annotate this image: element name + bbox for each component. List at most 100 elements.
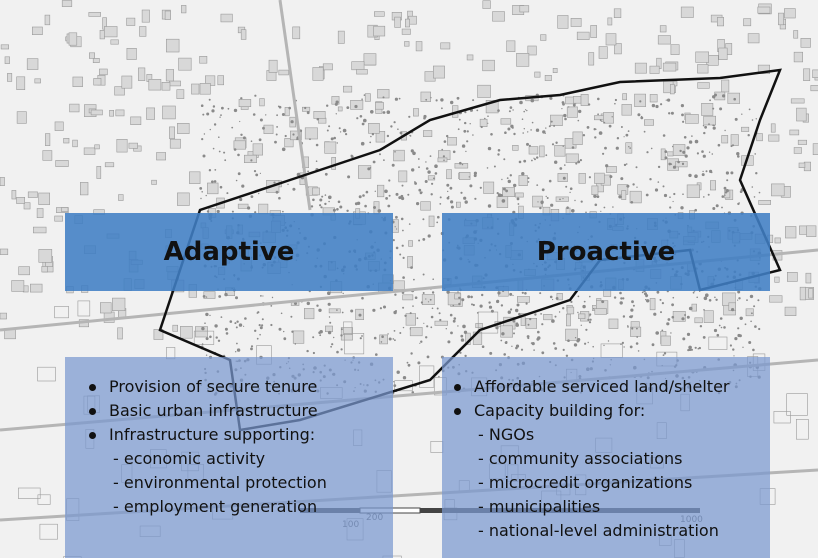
map-dwelling-dot (473, 174, 477, 178)
map-dwelling-dot (401, 184, 404, 187)
map-dwelling-dot (549, 295, 553, 299)
map-building (72, 139, 78, 148)
map-dwelling-dot (384, 189, 388, 194)
map-building (806, 225, 817, 237)
map-building (263, 124, 274, 134)
map-dwelling-dot (373, 336, 377, 340)
map-building (177, 123, 190, 134)
map-dwelling-dot (336, 142, 338, 144)
map-dwelling-dot (646, 299, 650, 303)
map-dwelling-dot (439, 203, 442, 205)
map-dwelling-dot (631, 300, 634, 304)
map-dwelling-dot (686, 146, 690, 150)
map-building (301, 106, 311, 112)
map-dwelling-dot (603, 344, 605, 347)
map-building (629, 190, 642, 204)
map-dwelling-dot (487, 204, 492, 208)
map-dwelling-dot (487, 146, 492, 151)
map-dwelling-dot (641, 291, 644, 294)
map-building (80, 182, 89, 196)
map-dwelling-dot (503, 353, 507, 356)
map-dwelling-dot (408, 223, 411, 225)
map-dwelling-dot (512, 294, 514, 297)
map-building (292, 26, 301, 40)
map-dwelling-dot (626, 184, 630, 188)
map-dwelling-dot (751, 186, 754, 188)
map-dwelling-dot (563, 113, 567, 118)
map-dwelling-dot (688, 345, 692, 350)
map-dwelling-dot (724, 194, 726, 196)
map-dwelling-dot (396, 370, 400, 374)
map-dwelling-dot (692, 291, 695, 294)
map-dwelling-dot (539, 292, 542, 295)
map-dwelling-dot (240, 133, 243, 136)
map-building (810, 85, 818, 92)
map-dwelling-dot (236, 320, 239, 323)
map-building (608, 318, 619, 329)
map-building (613, 8, 622, 18)
map-dwelling-dot (479, 304, 483, 308)
map-dwelling-dot (521, 291, 524, 294)
map-dwelling-dot (548, 179, 552, 183)
map-dwelling-dot (660, 103, 663, 106)
map-building (178, 57, 192, 71)
map-dwelling-dot (315, 143, 319, 147)
map-building (364, 93, 371, 102)
map-dwelling-dot (445, 328, 447, 330)
map-building (128, 142, 138, 149)
map-dwelling-dot (420, 340, 423, 343)
map-dwelling-dot (752, 348, 755, 352)
map-dwelling-dot (255, 173, 259, 177)
map-dwelling-dot (466, 130, 469, 133)
map-dwelling-dot (553, 124, 556, 127)
map-dwelling-dot (565, 185, 568, 188)
map-building (519, 5, 530, 13)
map-dwelling-dot (208, 169, 212, 172)
map-dwelling-dot (418, 188, 422, 192)
map-building (88, 12, 101, 17)
map-dwelling-dot (677, 160, 680, 164)
map-dwelling-dot (575, 162, 578, 165)
map-building (660, 148, 666, 161)
map-dwelling-dot (589, 313, 592, 316)
map-dwelling-dot (536, 184, 539, 187)
map-dwelling-dot (201, 326, 205, 331)
map-dwelling-dot (730, 171, 734, 175)
map-dwelling-dot (446, 290, 450, 294)
map-building (716, 17, 724, 27)
map-building (500, 118, 512, 125)
map-dwelling-dot (254, 329, 257, 332)
map-dwelling-dot (714, 296, 716, 299)
map-building (114, 86, 125, 96)
map-dwelling-dot (318, 308, 322, 312)
map-building (11, 190, 17, 200)
map-dwelling-dot (466, 140, 469, 143)
map-dwelling-dot (339, 205, 343, 209)
map-dwelling-dot (702, 125, 705, 127)
map-dwelling-dot (430, 315, 434, 319)
map-dwelling-dot (501, 199, 506, 203)
map-building (331, 157, 337, 170)
map-dwelling-dot (582, 134, 586, 137)
map-dwelling-dot (712, 107, 715, 110)
map-dwelling-dot (561, 108, 563, 110)
list-item: Capacity building for: (450, 399, 770, 423)
map-building (93, 78, 102, 86)
map-building (695, 51, 710, 63)
map-building (36, 208, 44, 218)
map-dwelling-dot (201, 343, 204, 345)
map-dwelling-dot (324, 202, 327, 206)
map-dwelling-dot (214, 324, 218, 328)
map-dwelling-dot (441, 107, 443, 110)
map-dwelling-dot (487, 115, 489, 117)
map-dwelling-dot (681, 113, 684, 117)
map-dwelling-dot (672, 145, 674, 148)
map-dwelling-dot (597, 113, 599, 116)
map-building (376, 184, 385, 198)
map-dwelling-dot (551, 143, 555, 146)
map-dwelling-dot (587, 318, 590, 321)
map-dwelling-dot (237, 172, 241, 176)
map-dwelling-dot (513, 183, 517, 188)
map-dwelling-dot (254, 94, 257, 97)
